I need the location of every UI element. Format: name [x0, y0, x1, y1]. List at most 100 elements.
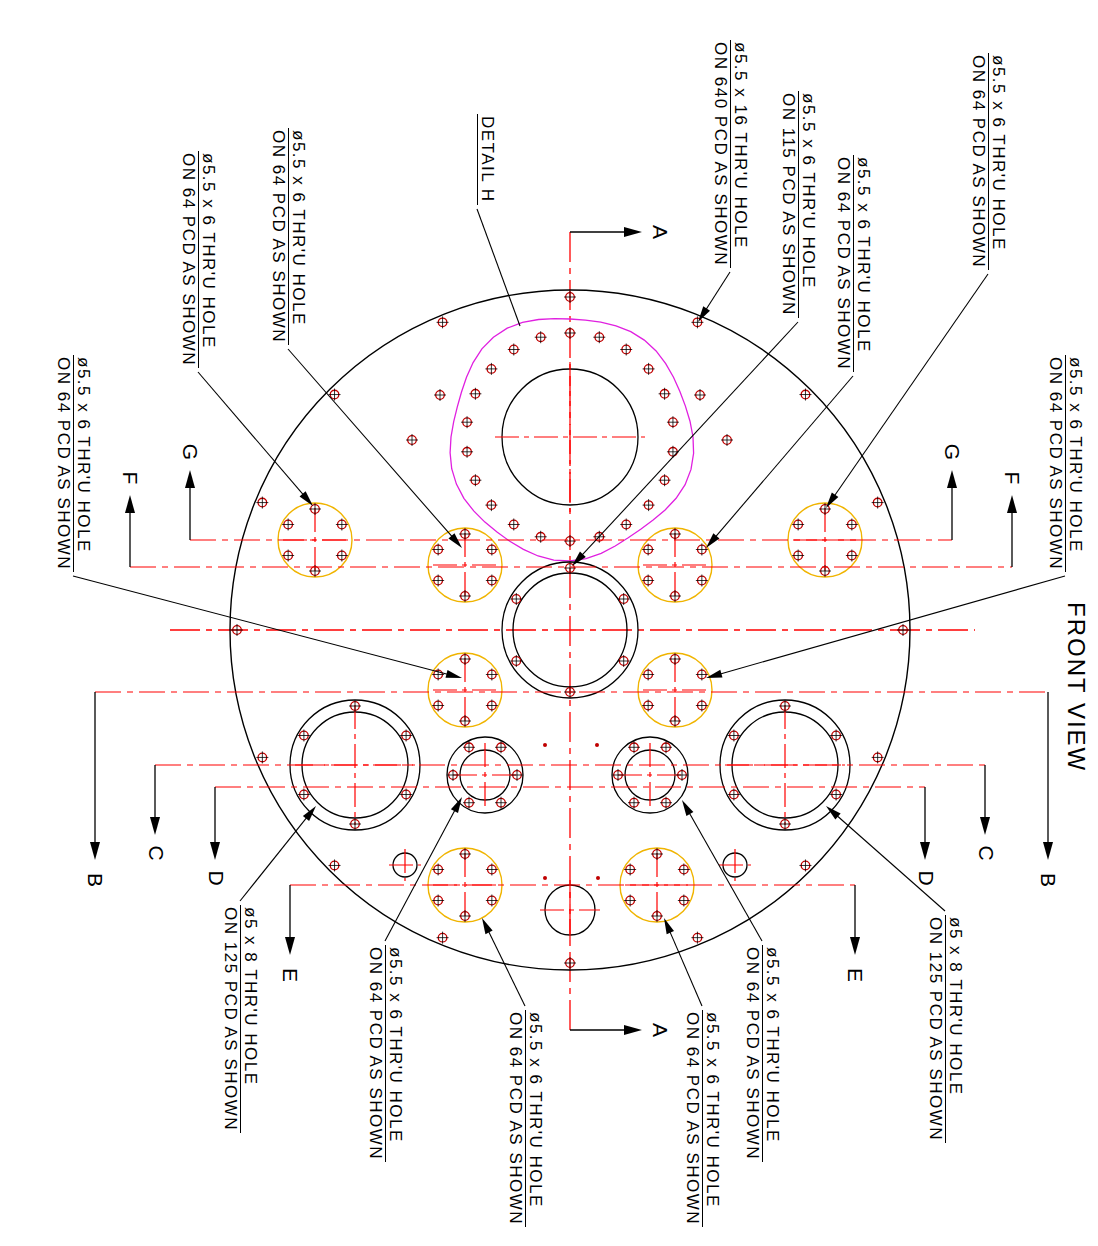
section-arrow [189, 484, 190, 540]
center-line [464, 533, 465, 597]
section-letter: A [648, 1021, 672, 1039]
arrow-head [706, 670, 722, 678]
section-letter: D [203, 868, 227, 887]
hole-cross [540, 331, 541, 343]
leader-line [715, 376, 853, 537]
leader-line [670, 931, 702, 1006]
hole-cross [701, 544, 702, 556]
hole-cross [442, 932, 443, 944]
hole-cross [491, 499, 492, 511]
hole-cross [516, 655, 517, 667]
section-letter: B [1036, 871, 1060, 889]
hole-spec: ø5.5 x 6 THR'U HOLE [798, 91, 818, 318]
arrow-head [682, 800, 693, 816]
hole-cross [570, 562, 571, 574]
hole-cross [851, 550, 852, 562]
section-letter: C [143, 843, 167, 862]
hole-cross [648, 363, 649, 375]
arrow-head [664, 918, 674, 934]
center-line [404, 849, 405, 881]
hole-spec: ON 64 PCD AS SHOWN [179, 151, 198, 368]
hole-spec: ON 64 PCD AS SHOWN [683, 1010, 702, 1227]
hole-cross [851, 519, 852, 531]
arrow-head [90, 842, 100, 860]
center-line [649, 743, 650, 807]
hole-cross [733, 730, 734, 742]
center-line [495, 436, 645, 437]
hole-cross [341, 550, 342, 562]
hole-cross [785, 818, 786, 830]
hole-cross [623, 593, 624, 605]
hole-spec: ON 64 PCD AS SHOWN [366, 945, 385, 1162]
arrow-head [980, 817, 990, 835]
section-letter: C [973, 843, 997, 862]
section-arrow [570, 1029, 625, 1030]
hole-cross [697, 316, 698, 328]
hole-callout: ø5 x 8 THR'U HOLEON 125 PCD AS SHOWN [926, 915, 965, 1143]
hole-spec: ø5.5 x 6 THR'U HOLE [1065, 355, 1085, 572]
arrow-head [826, 493, 838, 508]
hole-cross [465, 910, 466, 922]
hole-cross [836, 789, 837, 801]
section-letter: E [278, 966, 302, 984]
section-label: A [648, 1021, 672, 1039]
hole-cross [491, 575, 492, 587]
hole-cross [491, 895, 492, 907]
hole-cross [453, 769, 454, 781]
hole-callout: ø5.5 x 6 THR'U HOLEON 64 PCD AS SHOWN [743, 945, 782, 1162]
hole-cross [491, 864, 492, 876]
hole-spec: ON 115 PCD AS SHOWN [779, 91, 798, 318]
pcd-circle [638, 653, 712, 727]
arrow-head [451, 797, 462, 813]
hole-spec: ON 64 PCD AS SHOWN [969, 53, 988, 270]
hole-callout: ø5.5 x 6 THR'U HOLEON 64 PCD AS SHOWN [683, 1010, 722, 1227]
hole-cross [288, 550, 289, 562]
hole-cross [664, 388, 665, 400]
hole-cross [618, 769, 619, 781]
hole-cross [648, 575, 649, 587]
hole-cross [664, 474, 665, 486]
hole-cross [469, 797, 470, 809]
leader-line [689, 812, 762, 941]
view-title: FRONT VIEW [1062, 600, 1090, 774]
port-hole [513, 573, 627, 687]
pin-dot [543, 876, 547, 880]
hole-cross [475, 474, 476, 486]
center-line [569, 362, 570, 512]
hole-spec: ON 64 PCD AS SHOWN [269, 128, 288, 345]
hole-cross [648, 499, 649, 511]
hole-cross [825, 503, 826, 515]
hole-cross [491, 544, 492, 556]
section-arrow [94, 692, 95, 846]
leader-line [385, 809, 455, 941]
arrow-head [446, 670, 462, 678]
hole-cross [798, 550, 799, 562]
hole-cross [438, 700, 439, 712]
section-letter: E [843, 966, 867, 984]
hole-spec: ON 125 PCD AS SHOWN [221, 905, 240, 1133]
hole-cross [501, 797, 502, 809]
hole-cross [648, 544, 649, 556]
hole-cross [623, 655, 624, 667]
hole-cross [491, 669, 492, 681]
section-label: D [913, 868, 937, 887]
section-line [190, 539, 952, 540]
hole-cross [513, 518, 514, 530]
hole-spec: ON 64 PCD AS SHOWN [54, 355, 73, 572]
hole-cross [675, 590, 676, 602]
hole-cross [303, 789, 304, 801]
hole-cross [727, 434, 728, 446]
center-line [674, 658, 675, 722]
hole-cross [805, 859, 806, 871]
hole-cross [517, 769, 518, 781]
hole-cross [440, 389, 441, 401]
section-line [130, 566, 1012, 567]
hole-cross [465, 848, 466, 860]
detail-label: DETAIL H [477, 114, 497, 205]
arrow-head [1043, 842, 1053, 860]
hole-cross [701, 700, 702, 712]
arrow-head [285, 937, 295, 955]
pcd-circle [428, 528, 502, 602]
hole-cross [262, 497, 263, 509]
hole-cross [475, 388, 476, 400]
